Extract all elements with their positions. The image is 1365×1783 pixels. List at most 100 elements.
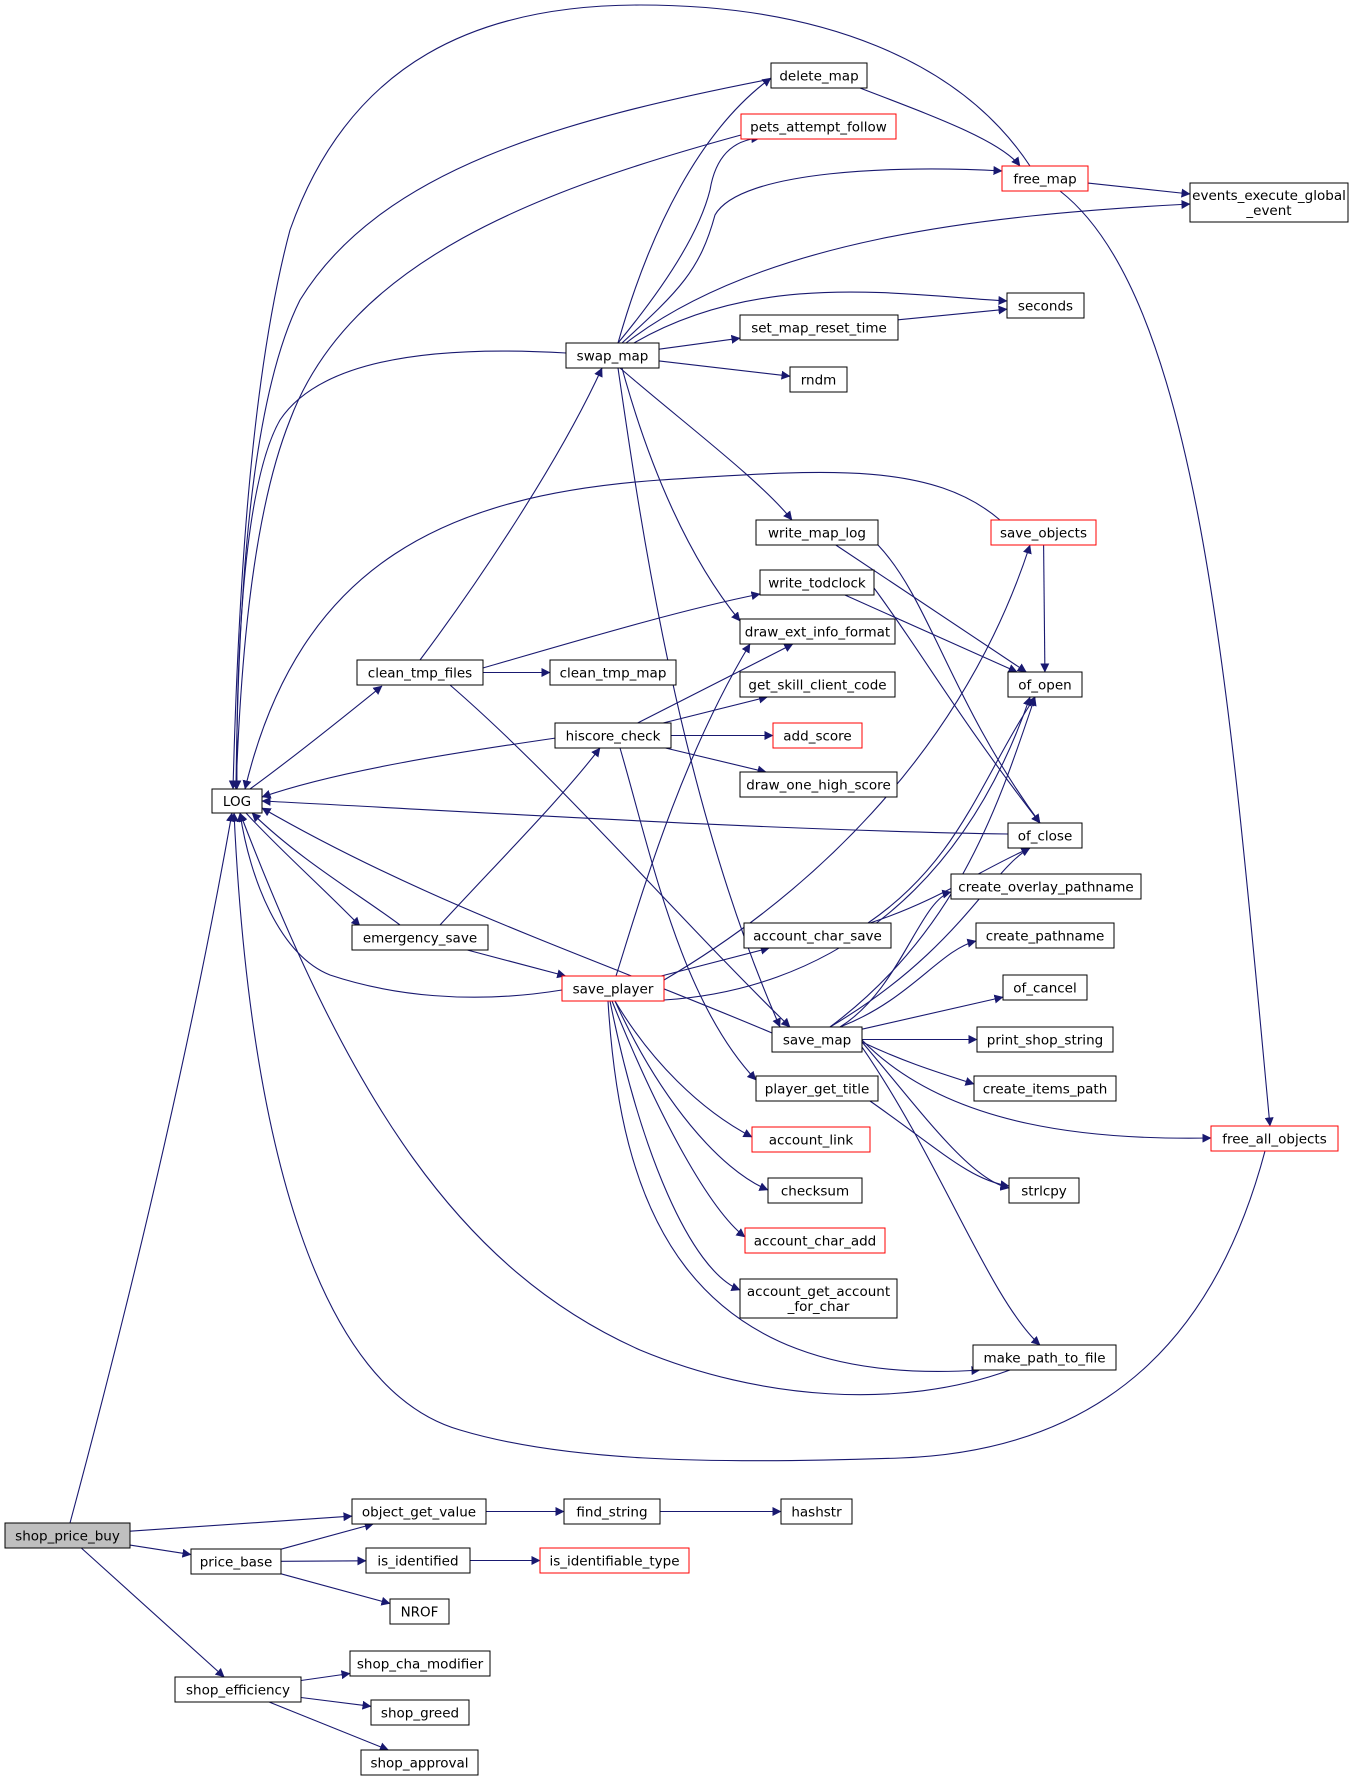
node-object_get_value[interactable]: object_get_value	[351, 1498, 487, 1525]
node-rndm[interactable]: rndm	[789, 366, 848, 393]
node-find_string[interactable]: find_string	[563, 1498, 661, 1525]
node-label: get_skill_client_code	[748, 678, 886, 694]
edge-save_player-to-account_get_account_for_char	[609, 1000, 741, 1291]
node-draw_one_high_score[interactable]: draw_one_high_score	[739, 771, 898, 798]
edge-shop_efficiency-to-shop_greed	[300, 1696, 372, 1710]
node-label: free_all_objects	[1222, 1132, 1327, 1148]
edge-emergency_save-to-hiscore_check	[439, 747, 601, 926]
node-shop_greed[interactable]: shop_greed	[370, 1699, 470, 1726]
edge-swap_map-to-LOG	[232, 350, 567, 790]
node-of_close[interactable]: of_close	[1007, 822, 1083, 849]
edge-hiscore_check-to-get_skill_client_code	[662, 694, 768, 724]
node-label: player_get_title	[765, 1082, 870, 1098]
node-label: strlcpy	[1021, 1184, 1067, 1200]
edge-write_map_log-to-of_open	[835, 544, 1027, 673]
node-box	[739, 671, 896, 698]
edge-write_todclock-to-of_close	[873, 587, 1041, 824]
node-swap_map[interactable]: swap_map	[565, 342, 660, 369]
node-print_shop_string[interactable]: print_shop_string	[976, 1026, 1114, 1053]
node-strlcpy[interactable]: strlcpy	[1008, 1177, 1080, 1204]
node-label: shop_approval	[370, 1756, 468, 1772]
edge-swap_map-to-rndm	[658, 360, 791, 380]
edge-save_player-to-LOG	[236, 812, 563, 998]
node-save_player[interactable]: save_player	[561, 975, 665, 1002]
node-label: hiscore_check	[566, 729, 661, 745]
node-player_get_title[interactable]: player_get_title	[755, 1075, 879, 1102]
node-box	[975, 922, 1115, 949]
edge-save_map-to-of_close	[829, 847, 1031, 1028]
node-of_cancel[interactable]: of_cancel	[1002, 974, 1088, 1001]
node-clean_tmp_map[interactable]: clean_tmp_map	[549, 659, 677, 686]
node-emergency_save[interactable]: emergency_save	[351, 924, 489, 951]
node-label: account_char_add	[754, 1234, 877, 1250]
node-label: free_map	[1013, 172, 1076, 188]
node-label: is_identifiable_type	[549, 1554, 679, 1570]
node-box	[351, 1498, 487, 1525]
node-events_execute_global_event[interactable]: events_execute_global_event	[1189, 182, 1349, 223]
node-account_get_account_for_char[interactable]: account_get_account_for_char	[739, 1278, 898, 1319]
edge-LOG-to-emergency_save	[245, 812, 361, 927]
node-shop_efficiency[interactable]: shop_efficiency	[174, 1676, 302, 1703]
node-shop_price_buy[interactable]: shop_price_buy	[4, 1522, 131, 1549]
nodes-layer: shop_price_buy LOG object_get_value price_b…	[4, 62, 1349, 1776]
node-NROF[interactable]: NROF	[389, 1598, 450, 1625]
node-label: print_shop_string	[987, 1033, 1103, 1049]
node-get_skill_client_code[interactable]: get_skill_client_code	[739, 671, 896, 698]
node-LOG[interactable]: LOG	[211, 788, 263, 814]
node-label: clean_tmp_files	[368, 666, 472, 682]
node-delete_map[interactable]: delete_map	[770, 62, 868, 89]
node-label: hashstr	[791, 1505, 842, 1521]
node-add_score[interactable]: add_score	[772, 722, 863, 749]
node-checksum[interactable]: checksum	[767, 1177, 863, 1204]
node-hashstr[interactable]: hashstr	[780, 1498, 853, 1525]
node-make_path_to_file[interactable]: make_path_to_file	[972, 1344, 1117, 1371]
edge-price_base-to-NROF	[280, 1573, 391, 1606]
node-write_todclock[interactable]: write_todclock	[759, 569, 875, 596]
node-draw_ext_info_format[interactable]: draw_ext_info_format	[739, 618, 896, 645]
node-account_char_add[interactable]: account_char_add	[744, 1227, 886, 1254]
node-label: object_get_value	[362, 1505, 476, 1521]
node-is_identifiable_type[interactable]: is_identifiable_type	[539, 1547, 690, 1574]
edge-save_map-to-create_overlay_pathname	[839, 889, 952, 1028]
node-box	[1001, 165, 1089, 192]
node-label: LOG	[223, 794, 251, 810]
node-box	[739, 314, 899, 341]
node-label: seconds	[1018, 299, 1073, 315]
node-label: shop_price_buy	[15, 1529, 120, 1545]
edge-save_map-to-create_pathname	[839, 938, 977, 1028]
node-label: save_map	[783, 1033, 851, 1049]
edges-layer	[69, 4, 1274, 1751]
node-hiscore_check[interactable]: hiscore_check	[554, 722, 672, 749]
node-save_map[interactable]: save_map	[771, 1026, 863, 1053]
node-shop_approval[interactable]: shop_approval	[360, 1749, 479, 1776]
node-label: account_get_account	[747, 1284, 890, 1300]
node-is_identified[interactable]: is_identified	[365, 1547, 471, 1574]
node-set_map_reset_time[interactable]: set_map_reset_time	[739, 314, 899, 341]
edge-delete_map-to-free_map	[859, 87, 1021, 167]
edge-save_map-to-of_open	[829, 696, 1037, 1028]
node-free_all_objects[interactable]: free_all_objects	[1210, 1125, 1339, 1152]
node-seconds[interactable]: seconds	[1006, 292, 1085, 319]
node-save_objects[interactable]: save_objects	[990, 519, 1097, 546]
node-label: _for_char	[787, 1299, 850, 1315]
node-pets_attempt_follow[interactable]: pets_attempt_follow	[740, 113, 897, 140]
edge-save_player-to-account_char_add	[611, 1000, 746, 1238]
node-create_overlay_pathname[interactable]: create_overlay_pathname	[950, 873, 1142, 900]
node-account_char_save[interactable]: account_char_save	[743, 922, 892, 949]
node-clean_tmp_files[interactable]: clean_tmp_files	[356, 659, 484, 686]
node-shop_cha_modifier[interactable]: shop_cha_modifier	[349, 1650, 491, 1677]
node-of_open[interactable]: of_open	[1007, 671, 1083, 698]
node-label: NROF	[401, 1605, 439, 1621]
node-label: shop_efficiency	[186, 1683, 290, 1699]
node-price_base[interactable]: price_base	[190, 1548, 282, 1575]
node-label: create_overlay_pathname	[958, 880, 1133, 896]
node-account_link[interactable]: account_link	[751, 1126, 871, 1153]
node-box	[767, 1177, 863, 1204]
node-free_map[interactable]: free_map	[1001, 165, 1089, 192]
node-box	[4, 1522, 131, 1549]
node-write_map_log[interactable]: write_map_log	[755, 519, 879, 546]
node-create_items_path[interactable]: create_items_path	[973, 1075, 1117, 1102]
edge-save_objects-to-of_open	[1040, 544, 1050, 673]
node-create_pathname[interactable]: create_pathname	[975, 922, 1115, 949]
edge-shop_price_buy-to-object_get_value	[129, 1512, 353, 1532]
